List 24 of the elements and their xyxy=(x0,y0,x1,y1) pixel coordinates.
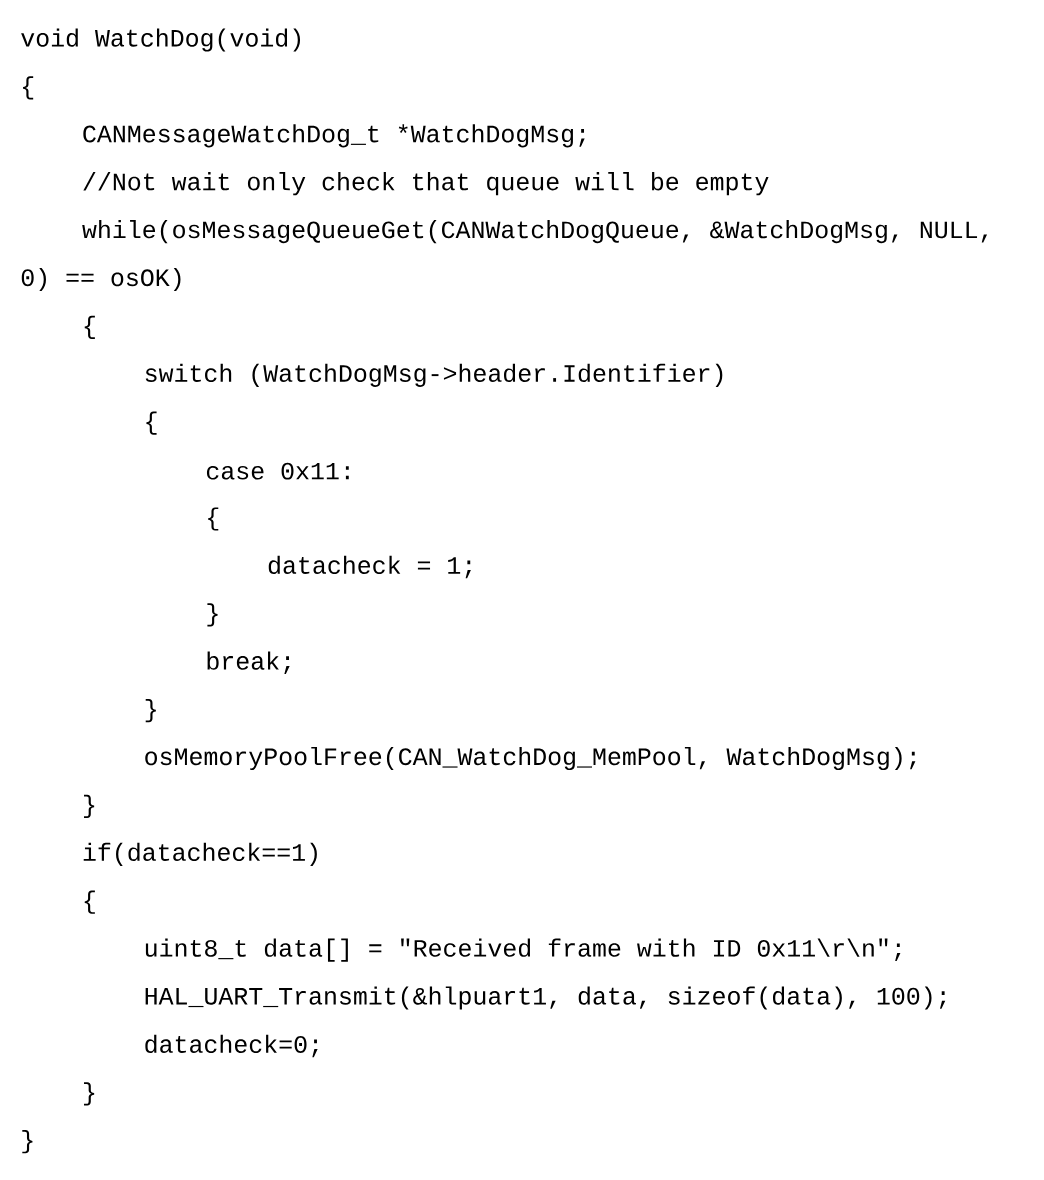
code-line: while(osMessageQueueGet(CANWatchDogQueue, &WatchDogMsg, NULL, xyxy=(82,220,988,244)
code-line: uint8_t data[] = "Received frame with ID 0x11\r\n"; xyxy=(145,938,901,962)
code-line: CANMessageWatchDog_t *WatchDogMsg; xyxy=(83,124,585,148)
code-line: } xyxy=(145,699,156,723)
code-line: case 0x11: xyxy=(206,462,349,480)
code-line: } xyxy=(207,603,218,627)
code-line: break; xyxy=(207,651,290,674)
code-line: } xyxy=(84,1082,95,1106)
code-line: osMemoryPoolFree(CAN_WatchDog_MemPool, WatchDogMsg); xyxy=(145,746,916,771)
code-line: { xyxy=(146,411,157,435)
code-line: } xyxy=(22,1130,33,1154)
code-line: { xyxy=(23,76,34,100)
code-line: void WatchDog(void) xyxy=(21,28,301,52)
code-line: { xyxy=(84,315,95,339)
code-line: 0) == osOK) xyxy=(21,267,181,292)
code-line: switch (WatchDogMsg->header.Identifier) xyxy=(145,363,723,387)
code-line: datacheck=0; xyxy=(145,1034,318,1058)
code-line: { xyxy=(208,507,219,531)
code-line: } xyxy=(84,794,95,818)
code-line: //Not wait only check that queue will be empty xyxy=(83,172,769,196)
code-line: { xyxy=(84,890,95,914)
code-line: if(datacheck==1) xyxy=(83,842,317,866)
code-line: HAL_UART_Transmit(&hlpuart1, data, sizeof(data), 100); xyxy=(145,986,946,1010)
code-line: datacheck = 1; xyxy=(268,555,471,579)
